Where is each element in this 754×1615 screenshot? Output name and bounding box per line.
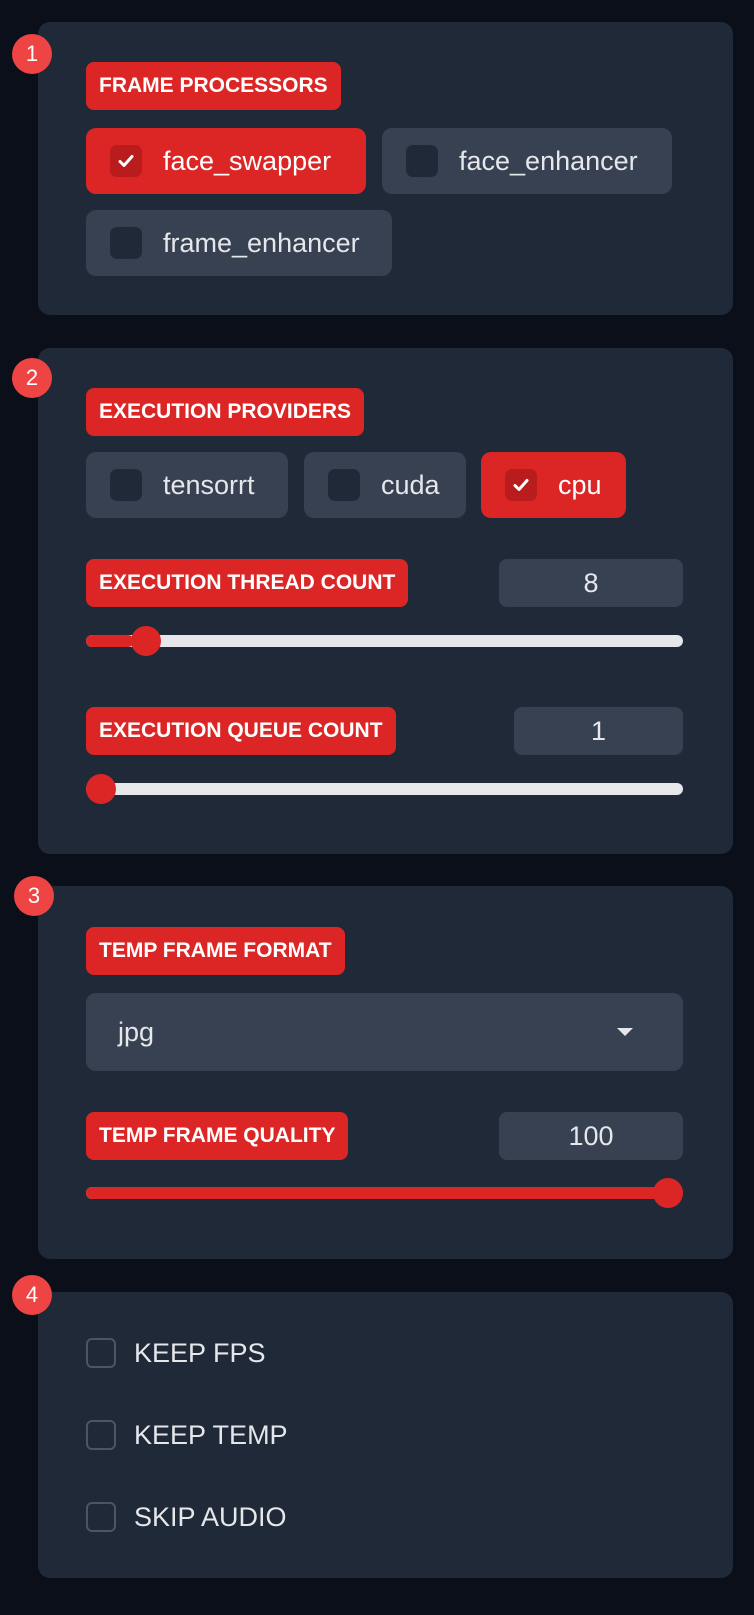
skip-audio-label: SKIP AUDIO	[134, 1501, 287, 1532]
temp-frame-quality-label: TEMP FRAME QUALITY	[86, 1112, 349, 1160]
step-badge-4: 4	[12, 1275, 52, 1315]
checkbox-unchecked-icon[interactable]	[110, 469, 142, 501]
temp-frame-panel: TEMP FRAME FORMAT jpg TEMP FRAME QUALITY…	[38, 886, 733, 1259]
temp-frame-quality-slider[interactable]	[86, 1178, 683, 1208]
provider-tensorrt[interactable]: tensorrt	[86, 452, 288, 518]
execution-queue-count-label: EXECUTION QUEUE COUNT	[86, 707, 396, 755]
processor-face-swapper[interactable]: face_swapper	[86, 128, 366, 194]
keep-temp-checkbox[interactable]	[86, 1420, 116, 1450]
provider-cuda[interactable]: cuda	[304, 452, 466, 518]
execution-thread-count-slider[interactable]	[86, 626, 683, 656]
frame-processors-label: FRAME PROCESSORS	[86, 62, 341, 110]
processor-face-enhancer[interactable]: face_enhancer	[382, 128, 672, 194]
slider-fill	[86, 1187, 683, 1199]
checkbox-unchecked-icon[interactable]	[328, 469, 360, 501]
skip-audio-checkbox[interactable]	[86, 1502, 116, 1532]
execution-providers-label: EXECUTION PROVIDERS	[86, 388, 365, 436]
keep-fps-checkbox[interactable]	[86, 1338, 116, 1368]
temp-frame-quality-input[interactable]: 100	[499, 1112, 683, 1160]
caret-down-icon	[617, 1028, 633, 1036]
provider-cpu[interactable]: cpu	[481, 452, 626, 518]
provider-label: cpu	[558, 469, 602, 500]
processor-frame-enhancer[interactable]: frame_enhancer	[86, 210, 392, 276]
processor-label: frame_enhancer	[163, 227, 360, 258]
execution-queue-count-slider[interactable]	[86, 774, 683, 804]
slider-thumb[interactable]	[86, 774, 116, 804]
processor-label: face_enhancer	[459, 145, 638, 176]
checkbox-checked-icon[interactable]	[505, 469, 537, 501]
keep-fps-option[interactable]: KEEP FPS	[86, 1333, 266, 1373]
frame-processors-panel: FRAME PROCESSORS face_swapper face_enhan…	[38, 22, 733, 315]
keep-temp-label: KEEP TEMP	[134, 1419, 288, 1450]
keep-fps-label: KEEP FPS	[134, 1337, 266, 1368]
processor-label: face_swapper	[163, 145, 332, 176]
checkbox-unchecked-icon[interactable]	[110, 227, 142, 259]
slider-thumb[interactable]	[653, 1178, 683, 1208]
dropdown-selected-value: jpg	[118, 1016, 155, 1047]
checkbox-checked-icon[interactable]	[110, 145, 142, 177]
step-badge-3: 3	[14, 876, 54, 916]
keep-temp-option[interactable]: KEEP TEMP	[86, 1415, 288, 1455]
step-badge-2: 2	[12, 358, 52, 398]
provider-label: tensorrt	[163, 469, 255, 500]
skip-audio-option[interactable]: SKIP AUDIO	[86, 1497, 287, 1537]
options-panel: KEEP FPS KEEP TEMP SKIP AUDIO	[38, 1292, 733, 1578]
provider-label: cuda	[381, 469, 440, 500]
slider-fill	[86, 635, 134, 647]
execution-panel: EXECUTION PROVIDERS tensorrt cuda cpu EX…	[38, 348, 733, 854]
slider-thumb[interactable]	[131, 626, 162, 656]
execution-thread-count-label: EXECUTION THREAD COUNT	[86, 559, 409, 607]
temp-frame-format-dropdown[interactable]: jpg	[86, 993, 683, 1071]
execution-queue-count-input[interactable]: 1	[514, 707, 683, 755]
temp-frame-format-label: TEMP FRAME FORMAT	[86, 927, 345, 975]
execution-thread-count-input[interactable]: 8	[499, 559, 683, 607]
step-badge-1: 1	[12, 34, 52, 74]
checkbox-unchecked-icon[interactable]	[406, 145, 438, 177]
